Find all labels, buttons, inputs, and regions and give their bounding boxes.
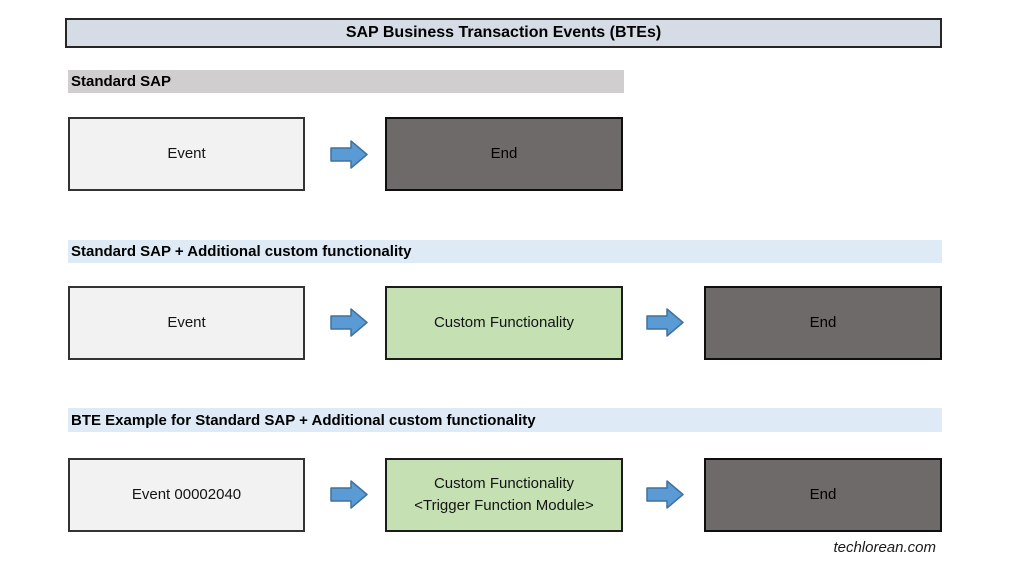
event-box-row1: Event (68, 117, 305, 191)
custom-functionality-box-row3: Custom Functionality <Trigger Function M… (385, 458, 623, 532)
end-box-row3: End (704, 458, 942, 532)
custom-functionality-box-row2-label: Custom Functionality (433, 314, 575, 332)
section-header-bte-example: BTE Example for Standard SAP + Additiona… (68, 408, 942, 432)
end-box-row1: End (385, 117, 623, 191)
section-header-standard-sap: Standard SAP (68, 70, 624, 93)
flow-arrow-icon (330, 480, 368, 509)
event-box-row3: Event 00002040 (68, 458, 305, 532)
event-box-row1-label: Event (167, 145, 206, 163)
event-box-row2-label: Event (167, 314, 206, 332)
custom-functionality-box-row3-sublabel: <Trigger Function Module> (414, 497, 594, 514)
section-header-standard-sap-custom: Standard SAP + Additional custom functio… (68, 240, 942, 263)
end-box-row2-label: End (809, 314, 837, 332)
end-box-row1-label: End (490, 145, 518, 163)
end-box-row2: End (704, 286, 942, 360)
diagram-title: SAP Business Transaction Events (BTEs) (65, 18, 942, 48)
flow-arrow-icon (646, 480, 684, 509)
event-box-row3-label: Event 00002040 (131, 486, 242, 504)
event-box-row2: Event (68, 286, 305, 360)
custom-functionality-box-row3-label: Custom Functionality (433, 475, 575, 493)
flow-arrow-icon (646, 308, 684, 337)
custom-functionality-box-row2: Custom Functionality (385, 286, 623, 360)
watermark-techlorean: techlorean.com (833, 539, 936, 556)
flow-arrow-icon (330, 140, 368, 169)
flow-arrow-icon (330, 308, 368, 337)
end-box-row3-label: End (809, 486, 837, 504)
